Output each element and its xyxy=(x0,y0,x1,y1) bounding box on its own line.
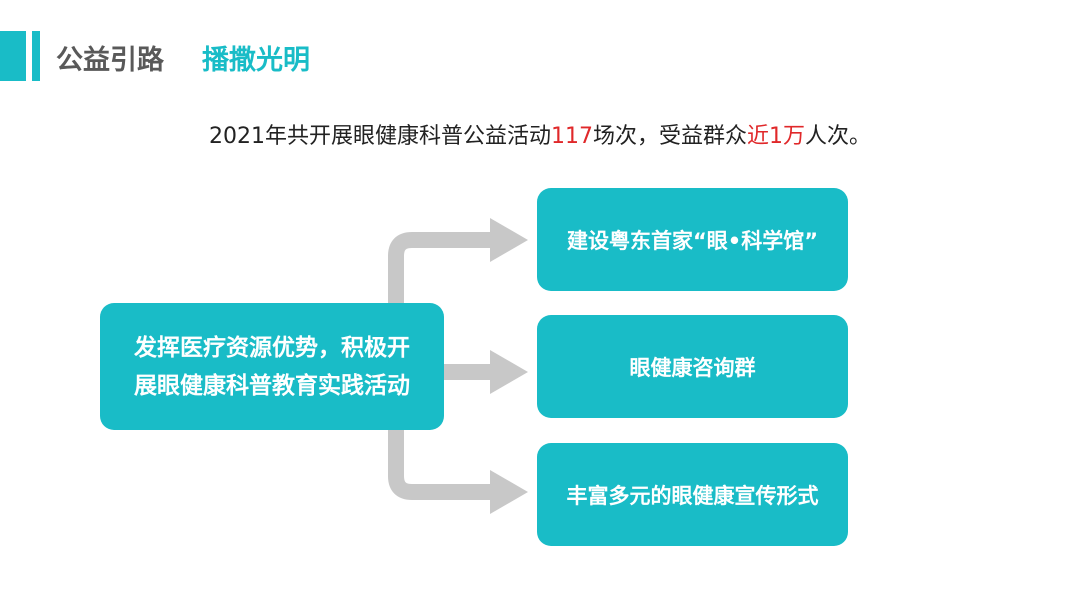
people-count: 1万 xyxy=(769,124,805,149)
page-title: 公益引路 xyxy=(56,45,164,76)
source-line-2: 展眼健康科普教育实践活动 xyxy=(134,372,410,399)
target-box-consultation-group: 眼健康咨询群 xyxy=(537,315,848,418)
summary-text: 2021年共开展眼健康科普公益活动117场次，受益群众近1万人次。 xyxy=(0,118,1080,150)
source-line-1: 发挥医疗资源优势，积极开 xyxy=(134,334,410,361)
target-label: 建设粤东首家“眼•科学馆” xyxy=(566,228,819,253)
page-subtitle: 播撒光明 xyxy=(202,45,310,76)
target-label: 眼健康咨询群 xyxy=(629,355,756,380)
arrow-shaft-bottom xyxy=(388,430,492,500)
summary-part1: 2021年共开展眼健康科普公益活动 xyxy=(208,124,551,149)
target-box-promotion-forms: 丰富多元的眼健康宣传形式 xyxy=(537,443,848,546)
arrowhead-top xyxy=(490,218,528,262)
arrow-shaft-top xyxy=(388,232,492,305)
arrowhead-bottom xyxy=(490,470,528,514)
arrowhead-middle xyxy=(490,350,528,394)
source-box: 发挥医疗资源优势，积极开 展眼健康科普教育实践活动 xyxy=(100,303,444,430)
accent-bar xyxy=(0,31,26,81)
target-box-science-museum: 建设粤东首家“眼•科学馆” xyxy=(537,188,848,291)
accent-bar-thin xyxy=(32,31,40,81)
events-count: 117 xyxy=(550,124,593,149)
target-label: 丰富多元的眼健康宣传形式 xyxy=(566,483,819,508)
summary-part3: 人次。 xyxy=(805,124,872,149)
near-label: 近 xyxy=(746,124,769,149)
summary-part2: 场次，受益群众 xyxy=(592,124,747,149)
